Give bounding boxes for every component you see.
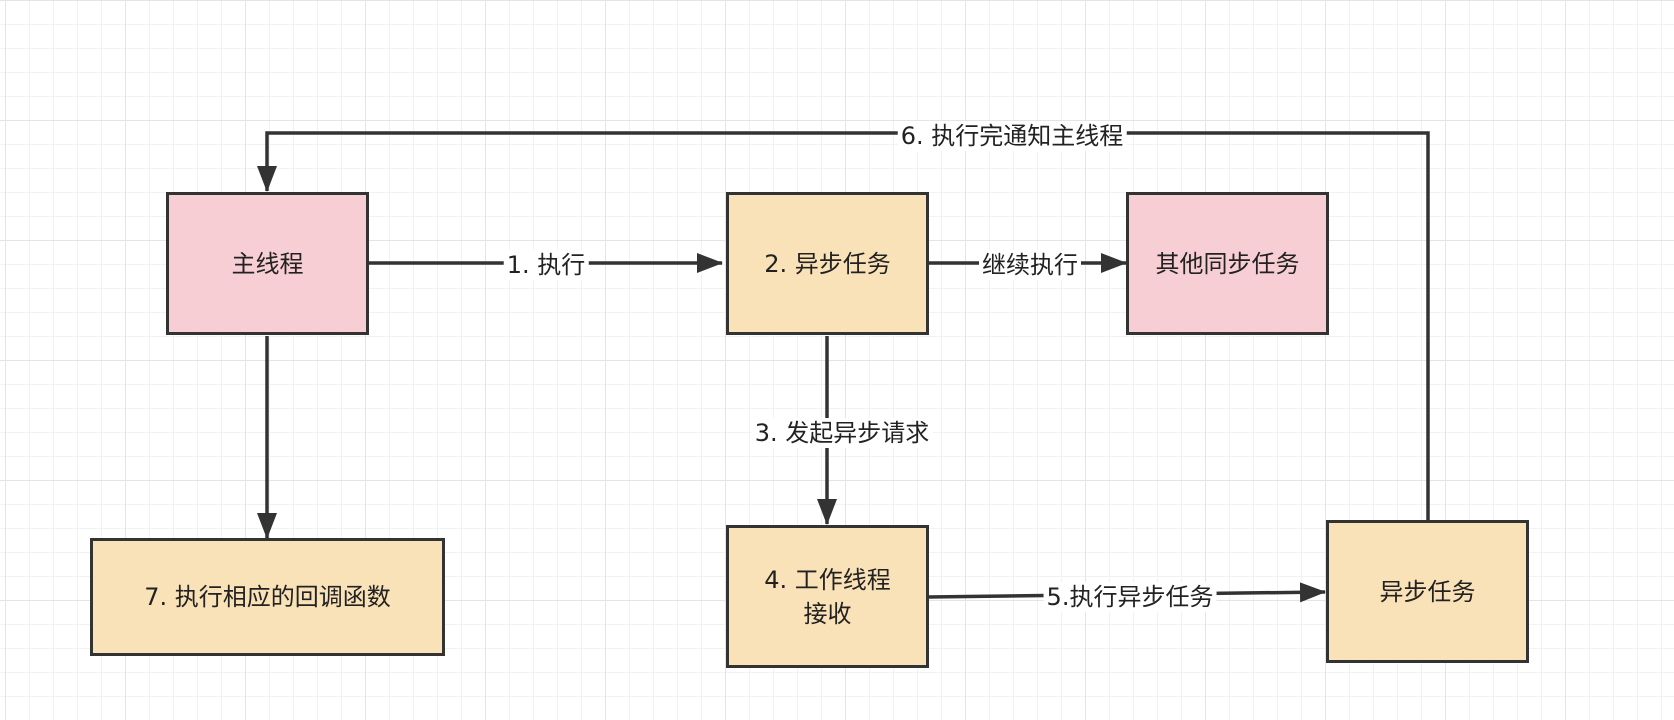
- node-async-task: 异步任务: [1326, 520, 1529, 663]
- node-other-sync-tasks: 其他同步任务: [1126, 192, 1329, 335]
- edge-label-execute-async-task: 5.执行异步任务: [1043, 582, 1217, 612]
- node-worker-thread-receive: 4. 工作线程 接收: [726, 525, 929, 668]
- node-execute-callback-label: 7. 执行相应的回调函数: [144, 583, 391, 611]
- node-worker-thread-receive-label: 4. 工作线程 接收: [764, 565, 891, 628]
- node-main-thread-label: 主线程: [231, 249, 304, 278]
- node-async-task-main: 2. 异步任务: [726, 192, 929, 335]
- node-main-thread: 主线程: [166, 192, 369, 335]
- edge-label-initiate-async-request: 3. 发起异步请求: [751, 418, 933, 448]
- node-execute-callback: 7. 执行相应的回调函数: [90, 538, 445, 656]
- edge-label-execute: 1. 执行: [503, 250, 589, 280]
- node-other-sync-tasks-label: 其他同步任务: [1155, 249, 1300, 278]
- edge-label-notify-main-thread: 6. 执行完通知主线程: [897, 121, 1127, 151]
- node-async-task-label: 异步任务: [1379, 577, 1476, 606]
- node-async-task-main-label: 2. 异步任务: [764, 249, 891, 278]
- edge-notify-main-thread-line: [257, 131, 1430, 521]
- edge-label-continue-execute: 继续执行: [979, 250, 1081, 280]
